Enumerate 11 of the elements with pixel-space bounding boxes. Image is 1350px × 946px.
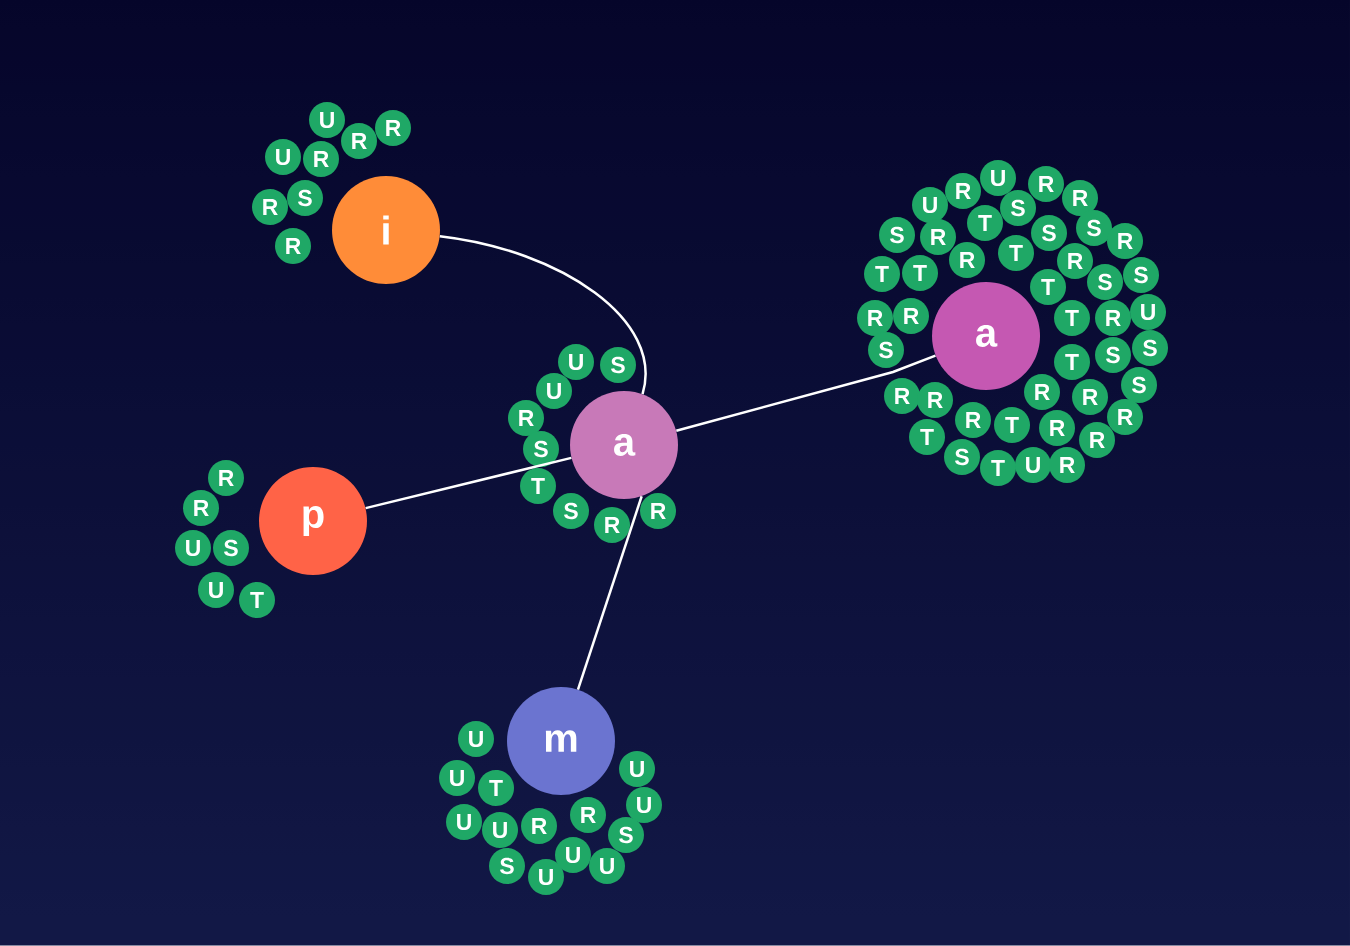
connector-line [676, 354, 936, 432]
node-label: S [1087, 219, 1101, 237]
node-label: R [1118, 233, 1133, 249]
connector-line [576, 495, 643, 690]
connector-line [365, 456, 572, 510]
node-label: S [879, 341, 893, 359]
node-label: U [923, 196, 937, 214]
node-label: R [1073, 190, 1088, 206]
node-label: R [868, 310, 883, 326]
node-label: R [931, 229, 946, 245]
connector-line [439, 234, 647, 395]
